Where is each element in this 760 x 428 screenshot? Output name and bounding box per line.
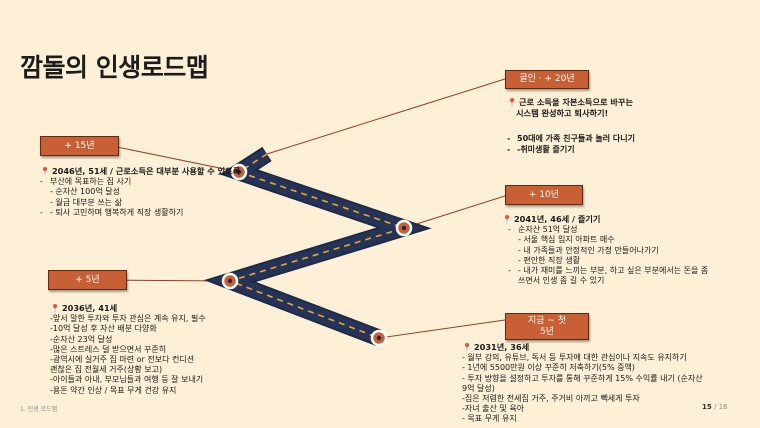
badge-15y: + 15년 (40, 136, 119, 156)
list-item: 괜찮은 집 전월세 거주(상황 보고) (50, 365, 163, 375)
list-item: -- 내가 재미를 느끼는 부분, 하고 싶은 부분에서는 돈을 좀 (508, 266, 709, 276)
list-item: -- 퇴사 고민하며 행복하게 직장 생활하기 (40, 207, 184, 217)
list-item: - 목표 무게 유지 (462, 414, 517, 424)
list-item: 쓰면서 인생 좀 길 수 있기 (518, 276, 605, 286)
now-head: 2031년, 36세 (473, 342, 530, 352)
page-title: 깜돌의 인생로드맵 (20, 53, 209, 82)
list-item: - 1년에 5500만원 이상 꾸준히 저축하기(5% 증액) (462, 363, 635, 373)
goal-head-1: 근로 소득을 자본소득으로 바꾸는 (518, 97, 633, 107)
list-item: -10억 달성 후 자산 배분 다양화 (50, 324, 157, 334)
list-item: - 투자 방향을 설정하고 투자를 통해 꾸준하게 15% 수익률 내기 (순자… (462, 373, 703, 383)
connector-goal (266, 78, 506, 155)
list-item: 9억 달성) (462, 383, 495, 393)
badge-now-label-1: 지금 ~ 첫 (527, 316, 567, 326)
badge-goal-20y: 골인 · + 20년 (505, 70, 589, 89)
footer-section-label: 1. 인생 로드맵 (20, 406, 58, 413)
pin-icon: 📍 (40, 167, 50, 176)
connector-10y (403, 194, 509, 229)
year15-head: 2046년, 51세 / 근로소득은 대부분 사용할 수 있도록 (51, 166, 241, 176)
list-item: -50대에 가족 친구들과 놀러 다니기 (507, 134, 635, 144)
list-item: -순자산 51억 달성 (508, 225, 578, 235)
year15-block: 📍2046년, 51세 / 근로소득은 대부분 사용할 수 있도록 -부산에 목… (40, 166, 240, 218)
badge-5y-label: + 5년 (75, 275, 100, 285)
total-pages: / 16 (713, 403, 728, 411)
connector-now (378, 319, 506, 339)
goal-head-2: 시스템 완성하고 퇴사하기! (516, 108, 609, 119)
now-block: 📍2031년, 36세 - 월부 강의, 유튜브, 독서 등 투자에 대한 관심… (462, 342, 703, 425)
year5-head: 2036년, 41세 (61, 303, 118, 313)
badge-15y-label: + 15년 (64, 141, 95, 151)
list-item: - 편안한 직장 생활 (518, 255, 581, 265)
badge-now: 지금 ~ 첫 5년 (505, 313, 589, 340)
badge-now-label-2: 5년 (539, 327, 554, 337)
marker-15y (230, 163, 248, 181)
list-item: -순자산 23억 달성 (50, 334, 113, 344)
year10-block: 📍2041년, 46세 / 즐기기 -순자산 51억 달성 - 서울 핵심 입지… (502, 214, 708, 286)
pin-icon: 📍 (507, 98, 517, 107)
list-item: - 순자산 100억 달성 (50, 187, 120, 197)
list-item: -많은 스트레스 덜 받으면서 꾸준히 (50, 344, 167, 354)
marker-now (370, 329, 388, 347)
list-item: -앞서 말한 투자와 투자 관심은 계속 유지, 필수 (50, 314, 206, 324)
page-number: 15 / 16 (702, 403, 727, 411)
list-item: -집은 저렴한 전세집 거주, 주거비 아끼고 빽세게 투자 (462, 394, 640, 404)
year10-head: 2041년, 46세 / 즐기기 (513, 214, 601, 224)
list-item: - 월급 대부분 쓰는 삶 (50, 197, 122, 207)
list-item: -용돈 약간 인상 / 목표 무게 건강 유지 (50, 385, 177, 395)
goal-block: 📍근로 소득을 자본소득으로 바꾸는 시스템 완성하고 퇴사하기! -50대에 … (507, 97, 635, 155)
list-item: -부산에 목표하는 집 사기 (40, 177, 132, 187)
badge-10y-label: + 10년 (528, 190, 560, 200)
badge-5y: + 5년 (48, 270, 127, 290)
marker-10y (395, 219, 413, 237)
marker-5y (221, 272, 239, 290)
list-item: -광역시에 실거주 집 마련 or 전보다 컨디션 (50, 355, 195, 365)
road-lane-dashes (227, 153, 407, 339)
milestone-markers (221, 163, 413, 347)
pin-icon: 📍 (50, 304, 60, 313)
list-item: - 내 가족들과 안정적인 가정 만들어나가기 (518, 245, 659, 255)
badge-10y: + 10년 (505, 185, 583, 205)
list-item: --취미생활 즐기기 (507, 144, 575, 154)
connector-15y (111, 145, 240, 173)
badge-goal-label: 골인 · + 20년 (519, 74, 575, 84)
list-item: -아이들과 아내, 부모님들과 여행 등 잘 보내기 (50, 375, 204, 385)
current-page: 15 (702, 403, 712, 411)
list-item: - 서울 핵심 입지 아파트 매수 (518, 235, 615, 245)
pin-icon: 📍 (462, 343, 472, 352)
year5-block: 📍2036년, 41세 -앞서 말한 투자와 투자 관심은 계속 유지, 필수 … (50, 303, 206, 396)
list-item: -자녀 출산 및 육아 (462, 404, 525, 414)
pin-icon: 📍 (502, 215, 512, 224)
list-item: - 월부 강의, 유튜브, 독서 등 투자에 대한 관심이나 지속도 유지하기 (462, 353, 687, 363)
